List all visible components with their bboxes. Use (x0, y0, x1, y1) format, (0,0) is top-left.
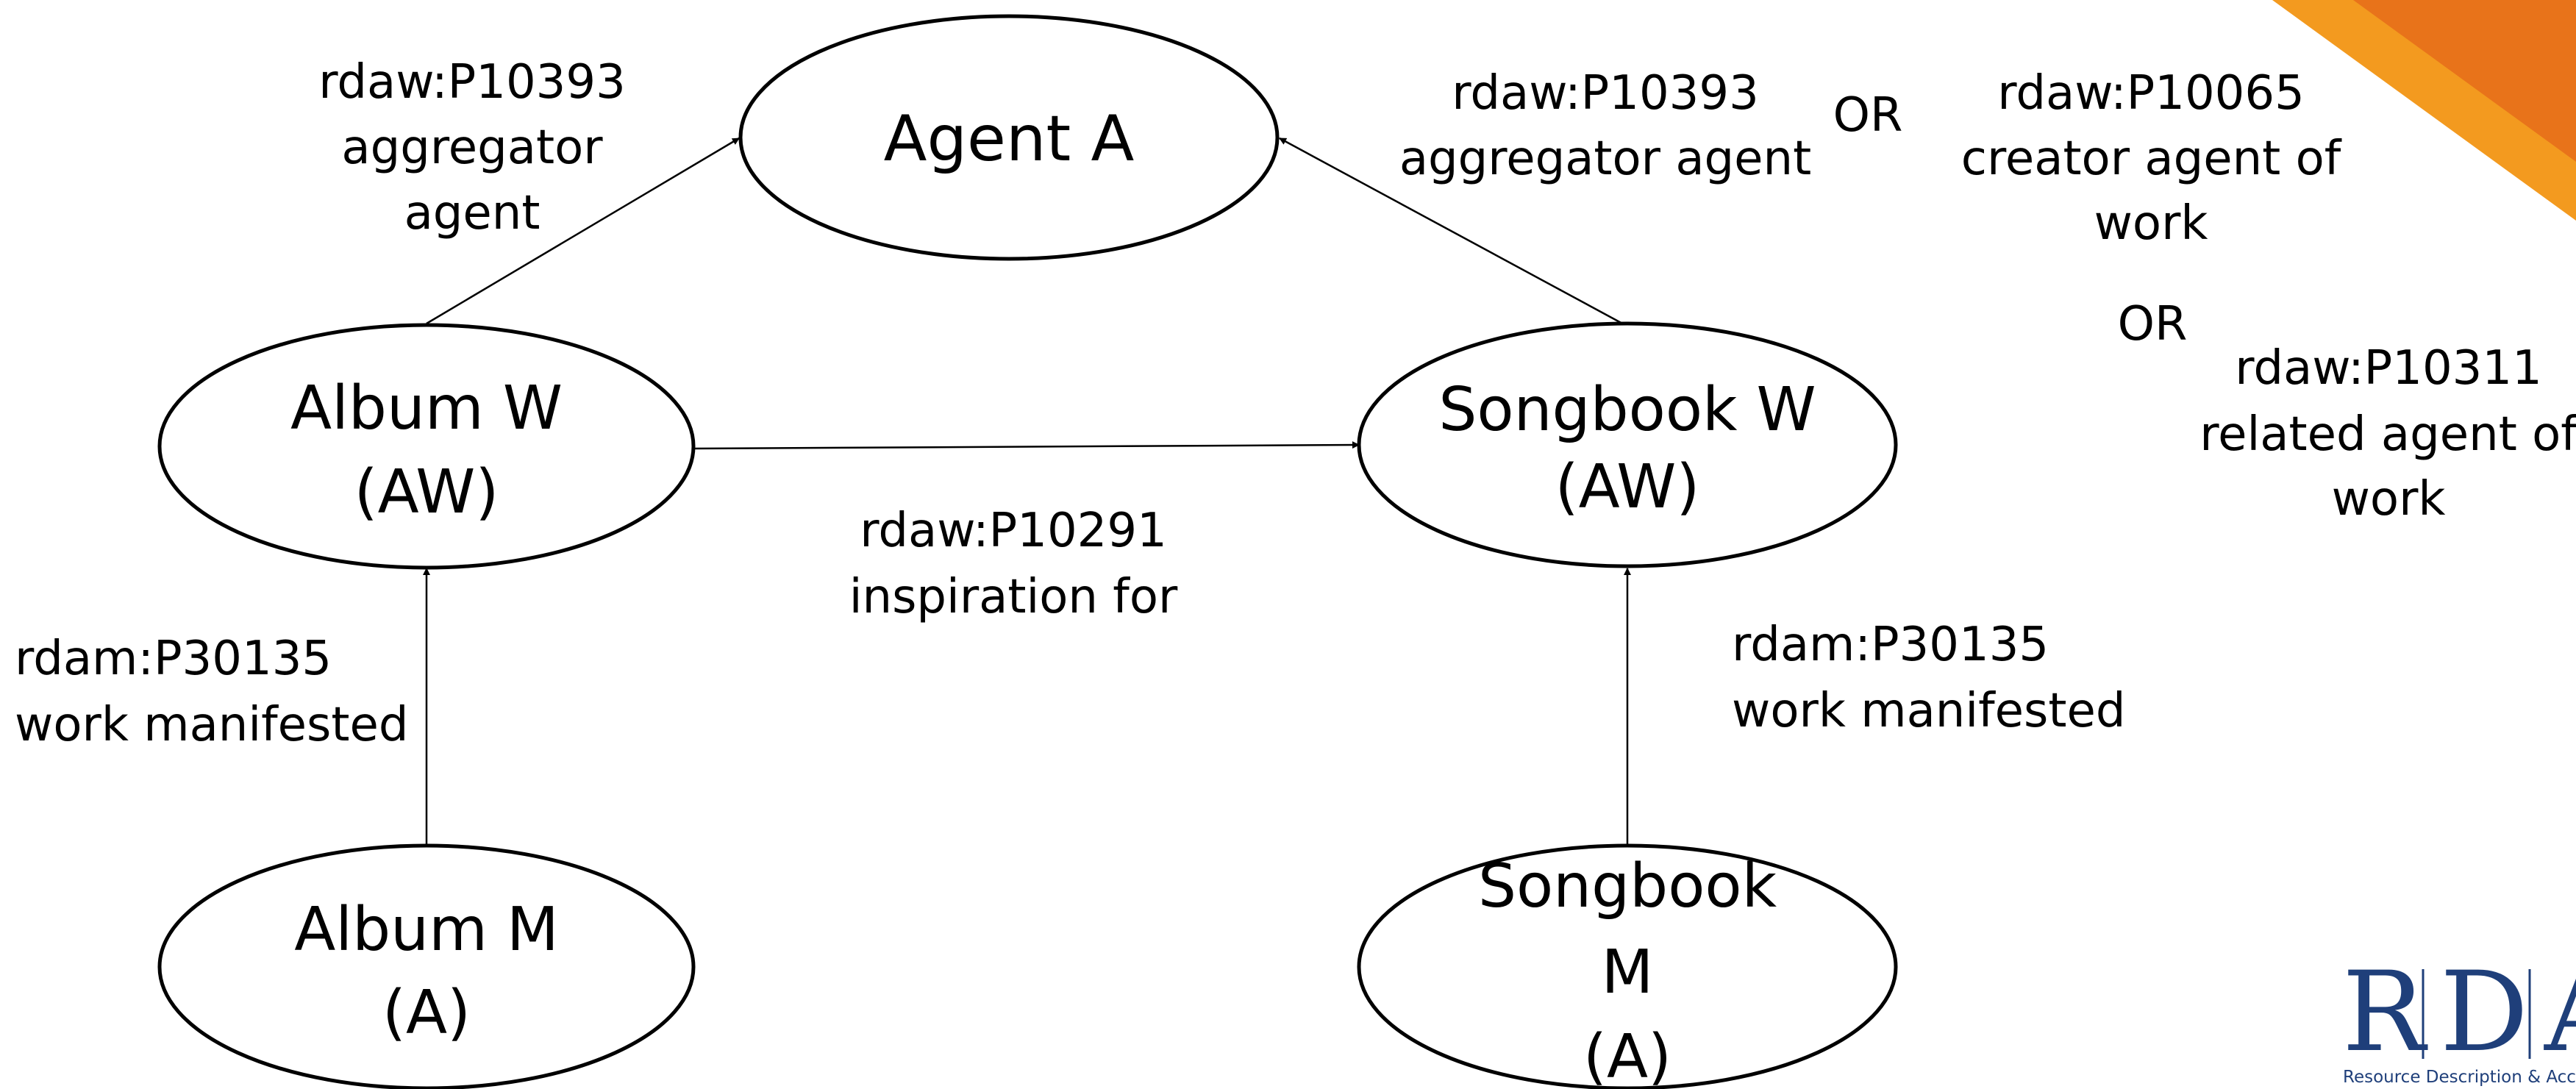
node-album-m-label-line1: Album M (294, 895, 559, 965)
label-album-w-to-agent-line2: aggregator (341, 121, 603, 175)
edge-album-w-to-agent-a (426, 137, 740, 325)
label-alt-creator-line2: creator agent of (1961, 132, 2342, 186)
rda-logo-letter-a: A (2544, 949, 2576, 1076)
node-songbook-m: Songbook M (A) (1357, 843, 1898, 1089)
label-songbook-w-to-agent: rdaw:P10393 aggregator agent (1399, 66, 1811, 186)
node-songbook-w-label-line1: Songbook W (1438, 375, 1816, 445)
label-album-manifested-line1: rdam:P30135 (15, 632, 332, 686)
label-album-manifested: rdam:P30135 work manifested (15, 632, 408, 752)
label-alt-creator: rdaw:P10065 creator agent of work (1961, 66, 2342, 251)
node-album-w-label-line2: (AW) (354, 457, 499, 527)
node-songbook-m-label-line3: (A) (1583, 1022, 1671, 1089)
label-songbook-manifested-line1: rdam:P30135 (1732, 618, 2049, 672)
label-songbook-manifested: rdam:P30135 work manifested (1732, 618, 2125, 738)
corner-triangle-deep (2353, 0, 2576, 162)
node-album-w-label-line1: Album W (290, 374, 563, 443)
node-songbook-w-shape (1357, 321, 1898, 568)
rda-logo-tagline: Resource Description & Acc (2343, 1068, 2576, 1087)
label-alt-related-line1: rdaw:P10311 (2235, 341, 2542, 396)
node-album-m: Album M (A) (157, 843, 696, 1089)
node-songbook-m-label-line2: M (1602, 938, 1654, 1007)
node-agent-a-shape (738, 14, 1280, 261)
node-songbook-m-shape (1357, 843, 1898, 1089)
label-songbook-w-to-agent-line1: rdaw:P10393 (1452, 66, 1759, 121)
label-album-w-to-agent-line3: agent (404, 186, 540, 240)
label-alt-related: rdaw:P10311 related agent of work (2199, 341, 2576, 526)
node-album-w-shape (157, 323, 696, 570)
corner-decoration (2272, 0, 2576, 221)
label-songbook-manifested-line2: work manifested (1732, 684, 2125, 738)
node-agent-a: Agent A (738, 14, 1280, 261)
label-alt-creator-line3: work (2094, 196, 2208, 251)
label-or-2: OR (2118, 297, 2188, 351)
label-album-to-songbook-line2: inspiration for (849, 570, 1178, 624)
edge-album-w-to-songbook-w (693, 441, 1360, 450)
label-alt-related-line3: work (2332, 472, 2446, 526)
rda-logo-letter-r: R (2342, 949, 2428, 1076)
node-agent-a-label: Agent A (884, 102, 1135, 176)
rda-logo: R D A Resource Description & Acc (2342, 949, 2576, 1087)
label-alt-related-line2: related agent of (2199, 407, 2576, 462)
label-alt-creator-line1: rdaw:P10065 (1997, 66, 2305, 121)
node-album-m-label-line2: (A) (382, 978, 471, 1048)
label-songbook-w-to-agent-line2: aggregator agent (1399, 132, 1811, 186)
node-songbook-w-label-line2: (AW) (1555, 452, 1700, 522)
label-album-w-to-agent: rdaw:P10393 aggregator agent (318, 55, 626, 240)
label-album-to-songbook: rdaw:P10291 inspiration for (849, 504, 1178, 624)
node-album-m-shape (157, 843, 696, 1089)
rda-logo-letter-d: D (2440, 949, 2528, 1076)
node-songbook-m-label-line1: Songbook (1478, 851, 1777, 921)
label-or-1: OR (1833, 88, 1903, 143)
node-songbook-w: Songbook W (AW) (1357, 321, 1898, 568)
label-album-manifested-line2: work manifested (15, 698, 408, 752)
node-album-w: Album W (AW) (157, 323, 696, 570)
label-album-w-to-agent-line1: rdaw:P10393 (318, 55, 626, 110)
label-album-to-songbook-line1: rdaw:P10291 (860, 504, 1167, 558)
edge-songbook-w-to-agent-a (1279, 137, 1626, 326)
